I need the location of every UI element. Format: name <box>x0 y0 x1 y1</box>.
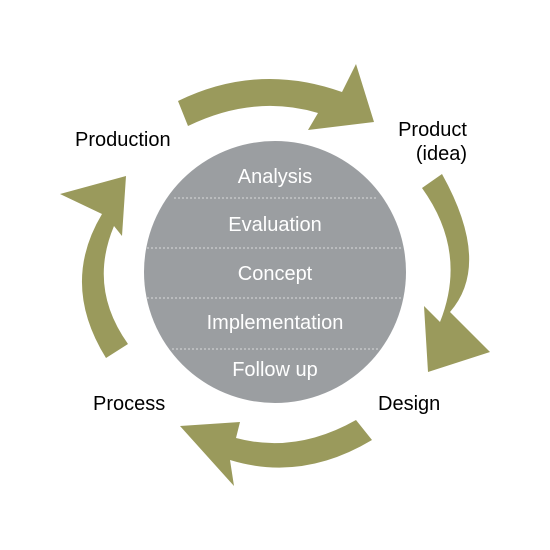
stage-evaluation: Evaluation <box>228 214 322 236</box>
stage-implementation: Implementation <box>206 312 344 334</box>
arrow-process-to-production <box>60 176 128 358</box>
arrow-production-to-product <box>178 64 374 130</box>
label-product-line2: (idea) <box>415 143 467 165</box>
central-circle <box>144 141 406 403</box>
label-product-line1: Product <box>398 119 467 141</box>
label-product-idea: Product (idea) <box>383 118 467 166</box>
label-design: Design <box>378 393 441 415</box>
arrow-product-to-design <box>422 174 490 372</box>
stage-follow-up: Follow up <box>232 359 318 381</box>
label-process: Process <box>93 393 166 415</box>
label-production: Production <box>75 129 171 151</box>
arrow-design-to-process <box>180 420 372 486</box>
stage-analysis: Analysis <box>237 166 313 188</box>
stage-concept: Concept <box>237 263 313 285</box>
